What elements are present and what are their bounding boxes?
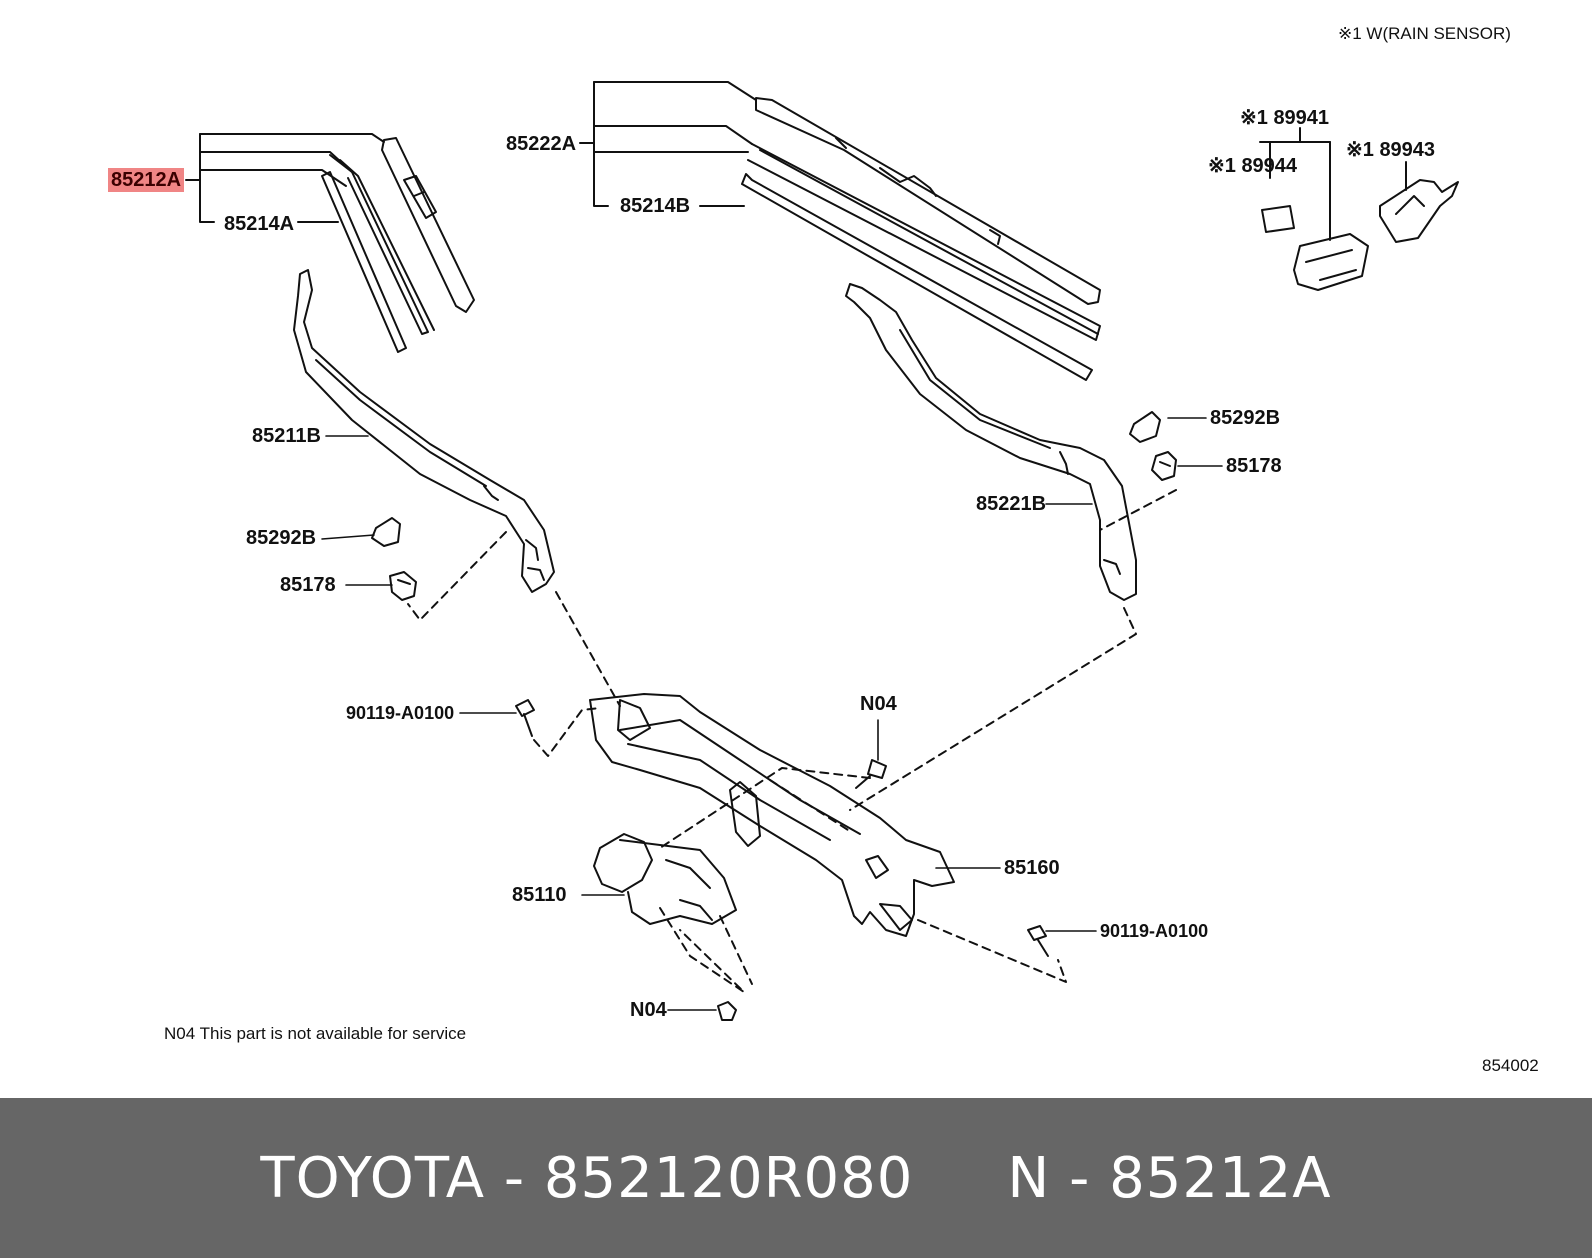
part-label-89944[interactable]: ※1 89944: [1208, 155, 1298, 177]
part-label-85178-left[interactable]: 85178: [280, 574, 336, 596]
part-label-N04-bottom[interactable]: N04: [630, 999, 667, 1021]
part-label-85178-right[interactable]: 85178: [1226, 455, 1282, 477]
part-label-85292B-left[interactable]: 85292B: [246, 527, 317, 549]
part-label-85222A[interactable]: 85222A: [506, 133, 577, 155]
service-note: N04 This part is not available for servi…: [164, 1024, 467, 1043]
part-label-N04-top[interactable]: N04: [860, 693, 897, 715]
diagram-code: 854002: [1482, 1056, 1539, 1075]
rain-sensor-legend: ※1 W(RAIN SENSOR): [1338, 24, 1511, 43]
part-label-85212A[interactable]: 85212A: [108, 168, 185, 192]
part-label-85214A[interactable]: 85214A: [224, 213, 295, 235]
parts-diagram: ※1 W(RAIN SENSOR) 85212A 85214A 85222A 8…: [108, 24, 1539, 1075]
caps-and-nuts-illustration: [371, 411, 1177, 601]
right-wiper-blade-illustration: [579, 81, 1101, 381]
leader-lines: [321, 417, 1223, 1011]
part-number-footer: TOYOTA - 852120R080 N - 85212A: [0, 1098, 1592, 1258]
part-label-89941[interactable]: ※1 89941: [1240, 107, 1330, 129]
part-label-90119-A0100-right[interactable]: 90119-A0100: [1100, 921, 1209, 941]
part-label-85211B[interactable]: 85211B: [252, 425, 321, 447]
part-label-85214B[interactable]: 85214B: [620, 195, 691, 217]
right-wiper-arm-illustration: [845, 283, 1137, 601]
wiper-motor-illustration: [593, 833, 737, 925]
part-label-90119-A0100-left[interactable]: 90119-A0100: [346, 703, 455, 723]
assembly-dashed-lines: [407, 489, 1177, 993]
part-number-title: TOYOTA - 852120R080 N - 85212A: [260, 1145, 1332, 1211]
part-label-89943[interactable]: ※1 89943: [1346, 139, 1436, 161]
part-label-85221B[interactable]: 85221B: [976, 493, 1047, 515]
rain-sensor-parts-illustration: [1259, 127, 1459, 291]
left-wiper-arm-illustration: [293, 269, 555, 593]
part-label-85292B-right[interactable]: 85292B: [1210, 407, 1281, 429]
wiper-assembly-illustration: [185, 81, 1459, 1021]
left-wiper-blade-illustration: [185, 133, 475, 353]
wiper-linkage-illustration: [589, 693, 955, 937]
part-label-85110[interactable]: 85110: [512, 884, 567, 906]
part-label-85160[interactable]: 85160: [1004, 857, 1060, 879]
